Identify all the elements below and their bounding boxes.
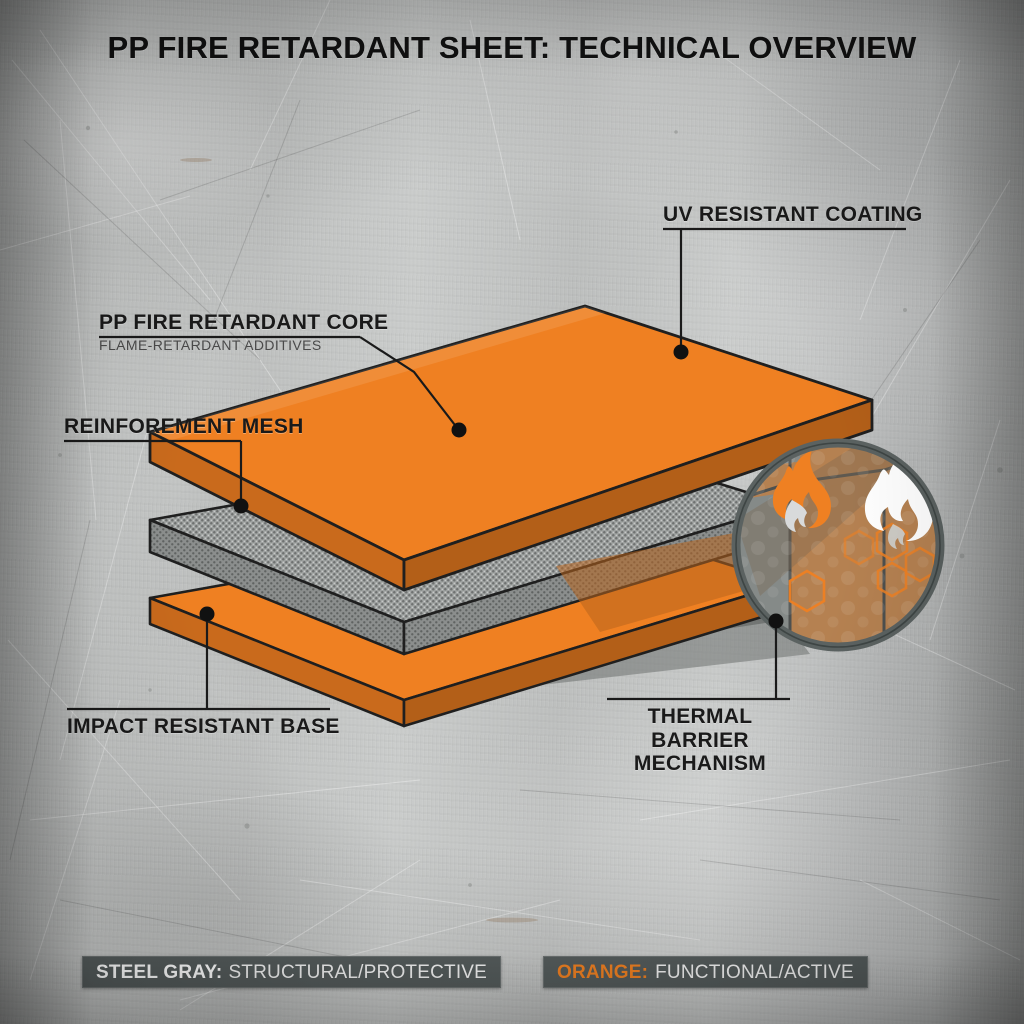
anchor-dot-thermal xyxy=(768,613,784,629)
callout-text-uv-coating: UV RESISTANT COATING xyxy=(663,203,923,226)
legend-key-orange: ORANGE: xyxy=(557,963,648,982)
callout-text-thermal: THERMAL BARRIER MECHANISM xyxy=(634,705,766,775)
callout-label-mesh: REINFOREMENT MESH xyxy=(64,415,304,439)
flame-icon-orange xyxy=(772,450,831,532)
legend-key-steel-gray: STEEL GRAY: xyxy=(96,963,222,982)
callout-label-thermal: THERMAL BARRIER MECHANISM xyxy=(607,705,793,776)
callout-label-base: IMPACT RESISTANT BASE xyxy=(67,715,340,739)
callout-leader-lines xyxy=(64,227,906,711)
anchor-dot-core xyxy=(451,422,467,438)
flame-icon-white xyxy=(864,450,933,549)
thermal-barrier-magnifier xyxy=(731,438,945,652)
layer-pp-core-and-uv-coating xyxy=(148,304,874,592)
callout-label-uv-coating: UV RESISTANT COATING xyxy=(663,203,923,227)
callout-anchor-dots xyxy=(199,344,784,629)
callout-label-core: PP FIRE RETARDANT CORE FLAME-RETARDANT A… xyxy=(99,311,388,353)
callout-text-mesh: REINFOREMENT MESH xyxy=(64,415,304,438)
legend-orange: ORANGE: FUNCTIONAL/ACTIVE xyxy=(543,956,868,988)
callout-text-core: PP FIRE RETARDANT CORE xyxy=(99,311,388,334)
legend-steel-gray: STEEL GRAY: STRUCTURAL/PROTECTIVE xyxy=(82,956,502,988)
anchor-dot-uv-coating xyxy=(673,344,689,360)
anchor-dot-mesh xyxy=(233,498,249,514)
legend-value-orange: FUNCTIONAL/ACTIVE xyxy=(655,963,854,982)
legend-value-steel-gray: STRUCTURAL/PROTECTIVE xyxy=(228,963,487,982)
callout-text-base: IMPACT RESISTANT BASE xyxy=(67,715,340,738)
page-title: PP FIRE RETARDANT SHEET: TECHNICAL OVERV… xyxy=(0,30,1024,66)
anchor-dot-base xyxy=(199,606,215,622)
callout-subtext-core: FLAME-RETARDANT ADDITIVES xyxy=(99,337,388,353)
